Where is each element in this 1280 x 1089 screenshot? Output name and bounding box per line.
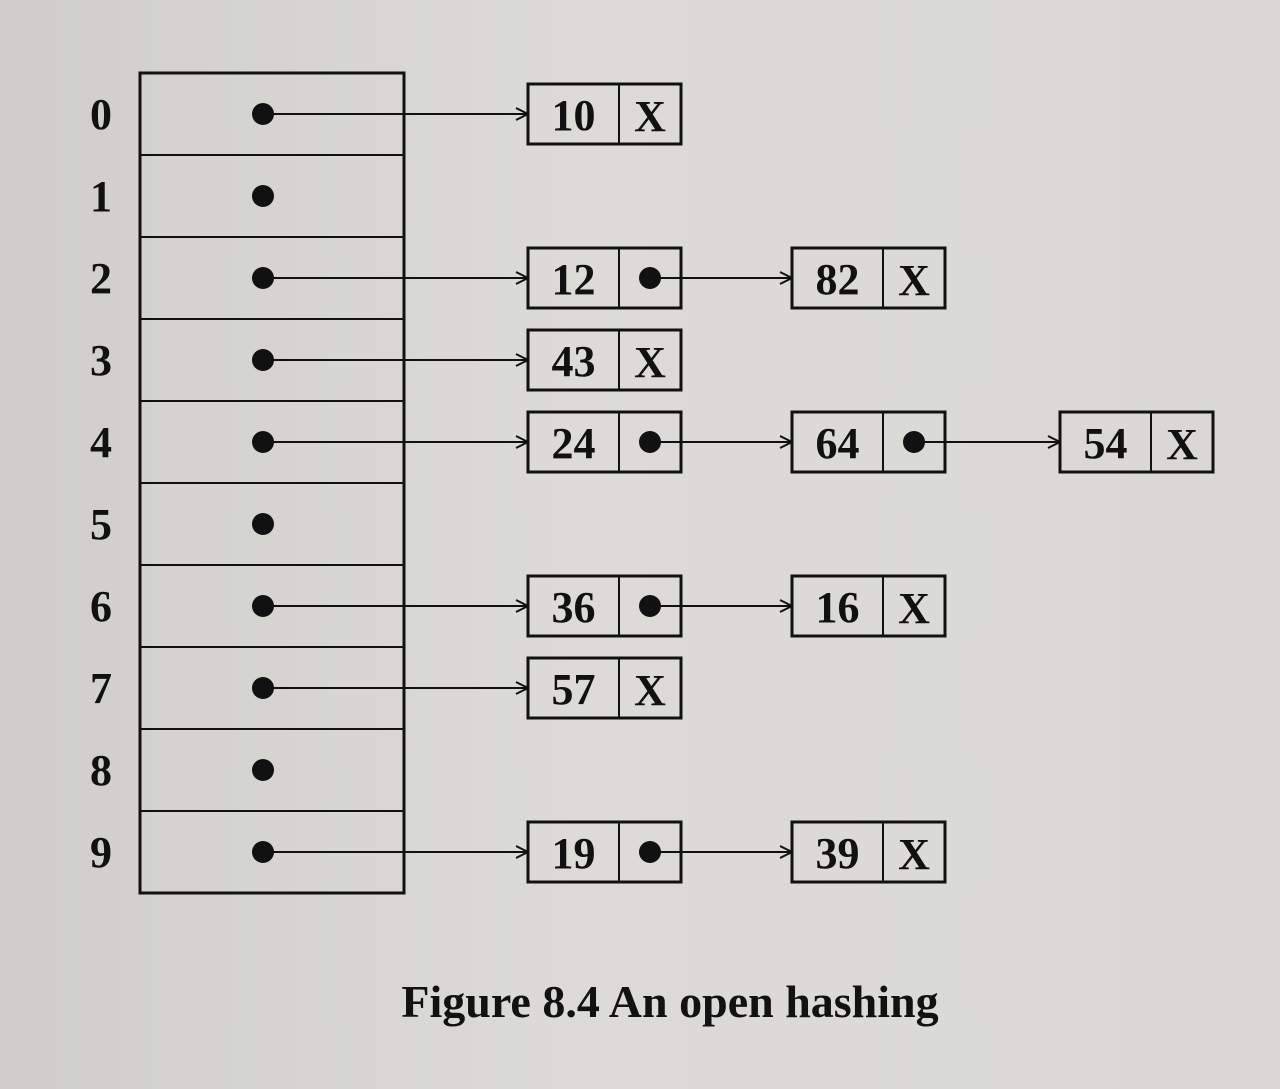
- list-node-value: 10: [552, 91, 596, 140]
- list-node: 36: [526, 574, 792, 638]
- list-node: 54 X: [1058, 410, 1215, 474]
- list-node-box: [526, 82, 683, 146]
- list-node-value: 19: [552, 829, 596, 878]
- list-node-value: 39: [816, 829, 860, 878]
- bucket-index-label: 9: [90, 828, 112, 877]
- list-node-box: [526, 328, 683, 392]
- list-node-box: [1058, 410, 1215, 474]
- hash-table: 0 1 2 3 4 5 6 7 8 9: [90, 71, 406, 895]
- list-node: 10 X: [526, 82, 683, 146]
- list-node-value: 16: [816, 583, 860, 632]
- bucket-index-label: 1: [90, 172, 112, 221]
- null-pointer-marker: X: [898, 256, 930, 305]
- bucket-index-label: 2: [90, 254, 112, 303]
- null-pointer-marker: X: [898, 584, 930, 633]
- figure-caption: Figure 8.4 An open hashing: [401, 976, 939, 1027]
- list-node-value: 43: [552, 337, 596, 386]
- list-node: 24: [526, 410, 792, 474]
- list-node: 64: [790, 410, 1060, 474]
- bucket-index-label: 4: [90, 418, 112, 467]
- bucket-index-label: 3: [90, 336, 112, 385]
- list-node-value: 57: [552, 665, 596, 714]
- list-node-value: 36: [552, 583, 596, 632]
- list-node: 12: [526, 246, 792, 310]
- list-node-value: 12: [552, 255, 596, 304]
- bucket-pointer-dot: [252, 759, 274, 781]
- bucket-index-label: 7: [90, 664, 112, 713]
- list-node-box: [790, 574, 947, 638]
- list-node: 19: [526, 820, 792, 884]
- list-node-value: 54: [1084, 419, 1128, 468]
- null-pointer-marker: X: [634, 92, 666, 141]
- null-pointer-marker: X: [1166, 420, 1198, 469]
- bucket-pointer-dot: [252, 185, 274, 207]
- list-node: 43 X: [526, 328, 683, 392]
- bucket-index-label: 6: [90, 582, 112, 631]
- list-node-value: 24: [552, 419, 596, 468]
- list-node-box: [790, 246, 947, 310]
- list-node-box: [790, 820, 947, 884]
- bucket-index-label: 8: [90, 746, 112, 795]
- list-node: 39 X: [790, 820, 947, 884]
- null-pointer-marker: X: [634, 338, 666, 387]
- bucket-index-label: 0: [90, 90, 112, 139]
- list-node-box: [526, 656, 683, 720]
- list-node: 57 X: [526, 656, 683, 720]
- null-pointer-marker: X: [898, 830, 930, 879]
- list-node: 16 X: [790, 574, 947, 638]
- list-node-value: 82: [816, 255, 860, 304]
- bucket-pointer-dot: [252, 513, 274, 535]
- list-node: 82 X: [790, 246, 947, 310]
- null-pointer-marker: X: [634, 666, 666, 715]
- list-node-value: 64: [816, 419, 860, 468]
- bucket-index-label: 5: [90, 500, 112, 549]
